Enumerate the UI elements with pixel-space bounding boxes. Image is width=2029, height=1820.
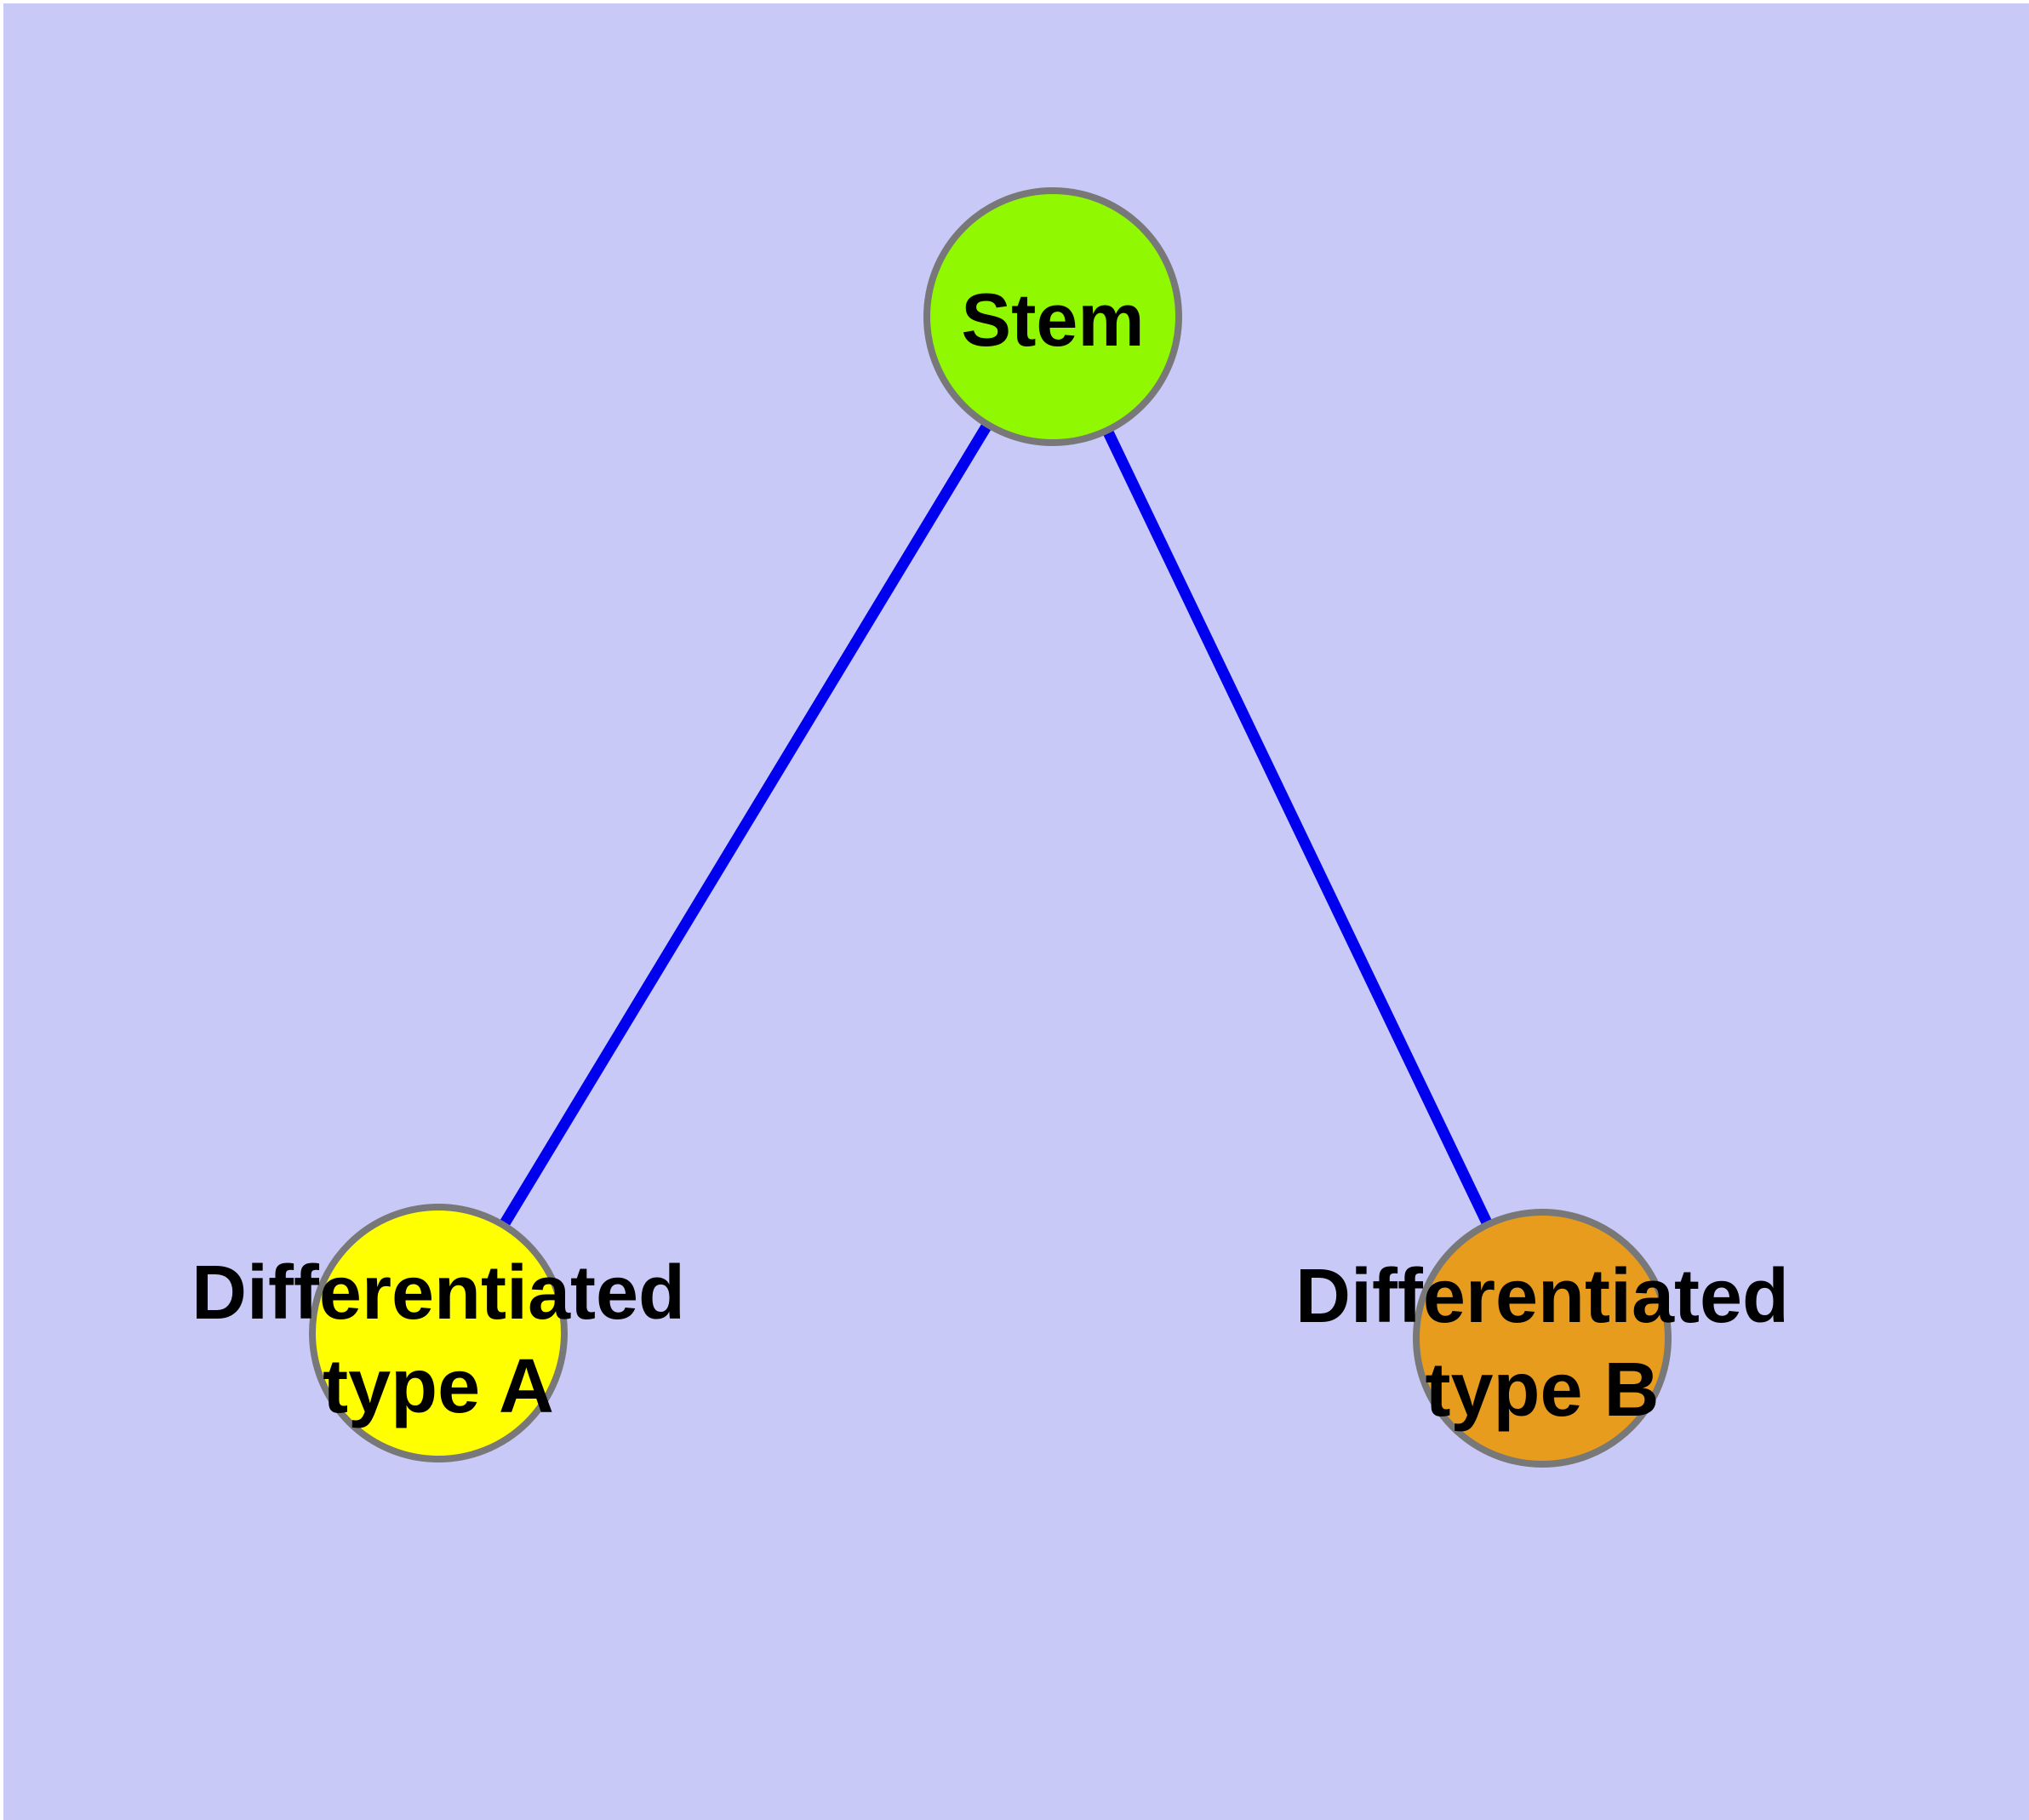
node-stem: Stem [923, 187, 1182, 446]
node-type-b-label-line2: type B [1425, 1348, 1659, 1433]
edge-stem-to-type-b [1048, 314, 1547, 1341]
edge-stem-to-type-a [433, 313, 1058, 1336]
edge-group [433, 313, 1547, 1341]
node-stem-label: Stem [961, 278, 1144, 362]
node-type-b-label-line1: Differentiated [1295, 1254, 1789, 1339]
node-differentiated-type-b: Differentiated type B [1295, 1209, 1789, 1468]
node-type-a-label-line1: Differentiated [191, 1251, 685, 1336]
node-differentiated-type-a: Differentiated type A [191, 1204, 685, 1462]
node-type-a-circle [309, 1204, 568, 1462]
node-type-b-circle [1413, 1209, 1672, 1468]
node-stem-circle [923, 187, 1182, 446]
node-type-a-label-line2: type A [323, 1344, 554, 1429]
